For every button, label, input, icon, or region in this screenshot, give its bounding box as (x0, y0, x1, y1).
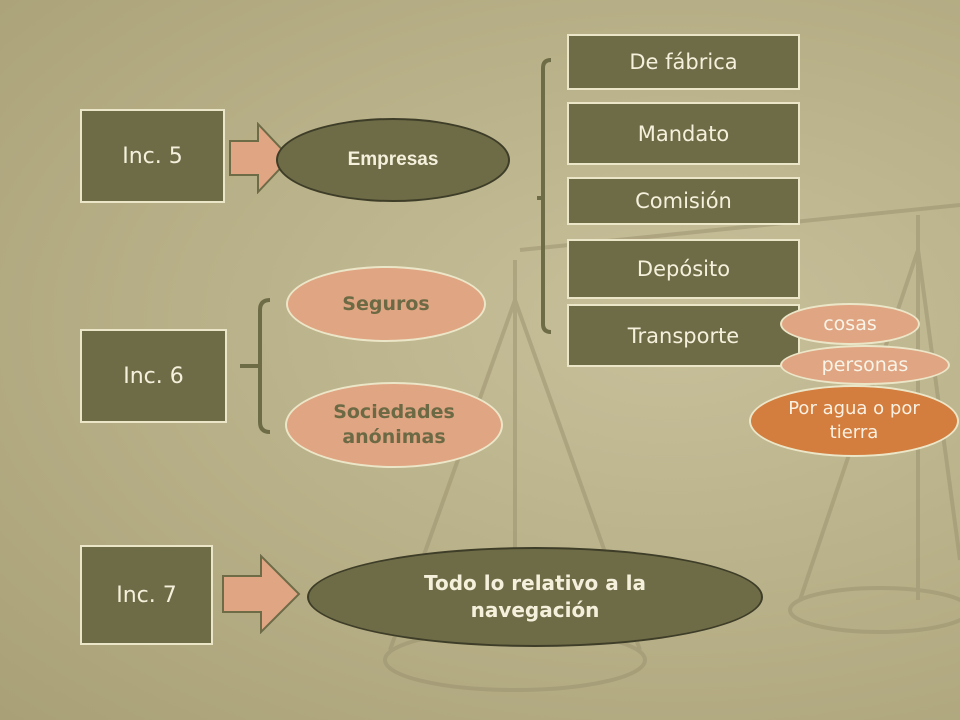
empresas-label: Empresas (347, 149, 439, 170)
inc-6-label: Inc. 6 (123, 363, 184, 389)
personas-ellipse: personas (780, 345, 950, 385)
por-agua-tierra-ellipse: Por agua o por tierra (749, 385, 959, 457)
inc-6-box: Inc. 6 (80, 329, 227, 423)
empresa-type-box: Comisión (567, 177, 800, 225)
empresa-type-label: Transporte (627, 323, 740, 348)
empresa-type-box: De fábrica (567, 34, 800, 90)
navegacion-ellipse: Todo lo relativo a la navegación (307, 547, 763, 647)
empresa-type-box: Transporte (567, 304, 800, 367)
empresas-bracket (537, 58, 552, 334)
seguros-label: Seguros (342, 293, 430, 315)
inc-7-box: Inc. 7 (80, 545, 213, 645)
por-agua-tierra-label: Por agua o por tierra (788, 397, 920, 443)
inc-5-box: Inc. 5 (80, 109, 225, 203)
cosas-label: cosas (823, 313, 877, 335)
empresa-type-label: De fábrica (629, 50, 738, 74)
empresa-type-label: Comisión (635, 189, 732, 213)
inc-5-label: Inc. 5 (122, 143, 183, 169)
right-arrow-icon (229, 122, 292, 194)
right-arrow-icon (222, 554, 301, 634)
inc-7-label: Inc. 7 (116, 582, 177, 608)
empresa-type-label: Depósito (636, 257, 731, 281)
sociedades-anonimas-label: Sociedades anónimas (333, 401, 455, 448)
cosas-ellipse: cosas (780, 303, 920, 345)
navegacion-label: Todo lo relativo a la navegación (423, 571, 647, 622)
personas-label: personas (821, 354, 909, 376)
seguros-ellipse: Seguros (286, 266, 486, 342)
sociedades-anonimas-ellipse: Sociedades anónimas (285, 382, 503, 468)
empresa-type-label: Mandato (637, 121, 730, 146)
inc-6-bracket (240, 298, 271, 434)
empresa-type-box: Depósito (567, 239, 800, 299)
empresa-type-box: Mandato (567, 102, 800, 165)
empresas-ellipse: Empresas (276, 118, 510, 202)
